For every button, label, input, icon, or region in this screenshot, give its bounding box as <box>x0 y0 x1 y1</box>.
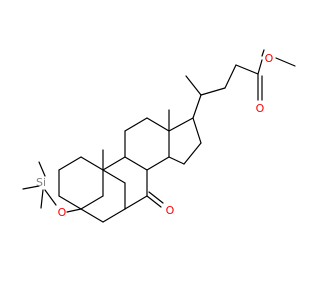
bond <box>146 117 170 132</box>
bond <box>200 87 226 96</box>
bond <box>183 142 202 165</box>
ester-oxygen-double-label: O <box>256 102 265 115</box>
ester-oxygen-single-label: O <box>265 52 274 65</box>
bond <box>148 191 164 204</box>
ketone-oxygen-label: O <box>166 204 175 217</box>
bond <box>80 156 104 171</box>
bond <box>168 156 185 165</box>
bond <box>58 195 82 210</box>
bond <box>44 189 57 206</box>
bond <box>192 94 202 119</box>
bond <box>80 195 104 210</box>
bond <box>124 156 148 171</box>
bond <box>58 156 82 171</box>
bond <box>275 57 296 67</box>
bond <box>235 64 259 75</box>
bonds <box>22 49 296 223</box>
bond <box>185 75 202 96</box>
bond <box>224 64 237 89</box>
bond <box>146 195 162 208</box>
bond <box>80 208 104 223</box>
background <box>0 0 300 300</box>
bond <box>168 117 194 132</box>
bond <box>124 195 148 210</box>
bond <box>102 156 126 171</box>
bond <box>22 185 40 190</box>
silicon-label: Si <box>36 176 46 189</box>
ether-oxygen-label: O <box>58 206 67 219</box>
bond <box>192 117 202 144</box>
bond <box>146 156 170 171</box>
bond <box>66 208 82 213</box>
bond <box>257 59 263 75</box>
atom-labels: O O O O Si <box>36 52 274 219</box>
molecule-structure-diagram: O O O O Si <box>0 0 300 300</box>
bond <box>261 49 265 57</box>
bond <box>102 208 126 223</box>
bond <box>102 169 126 184</box>
bond <box>124 117 148 132</box>
bond <box>38 161 46 177</box>
bond <box>40 189 44 209</box>
